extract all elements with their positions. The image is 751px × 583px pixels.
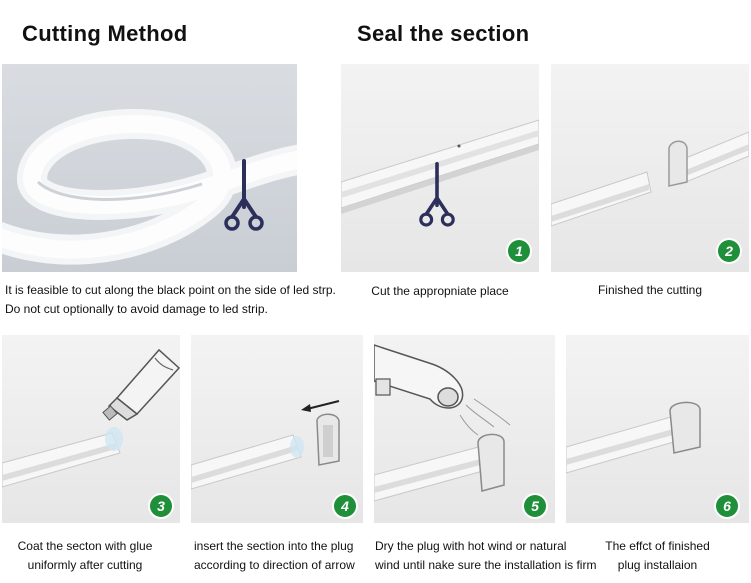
step-5-panel: 5 [374, 335, 555, 523]
heading-cutting-method: Cutting Method [22, 21, 188, 46]
step-4-badge: 4 [334, 495, 356, 517]
step-1-caption: Cut the appropniate place [341, 282, 539, 301]
step-2-badge: 2 [718, 240, 740, 262]
heat-gun-icon [374, 344, 464, 409]
step-3-caption-line2: uniformly after cutting [27, 558, 143, 572]
cutting-caption: It is feasible to cut along the black po… [5, 281, 336, 319]
led-strip-illustration [341, 119, 539, 214]
step-6-panel: 6 [566, 335, 749, 523]
step-1-caption-line1: Cut the appropniate place [371, 284, 509, 298]
step-2-panel: 2 [551, 64, 749, 272]
scissors-icon [419, 162, 455, 227]
step-4-caption-line2: according to direction of arrow [194, 558, 355, 572]
step-6-caption: The effct of finished plug installaion [566, 537, 749, 575]
step-3-badge: 3 [150, 495, 172, 517]
step-4-panel: 4 [191, 335, 363, 523]
step-4-caption: insert the section into the plug accordi… [194, 537, 355, 575]
step-6-caption-line1: The effct of finished [605, 539, 710, 553]
step-3-caption-line1: Coat the secton with glue [17, 539, 153, 553]
step-4-caption-line1: insert the section into the plug [194, 539, 354, 553]
step-5-caption-line1: Dry the plug with hot wind or natural [375, 539, 567, 553]
step-1-panel: 1 [341, 64, 539, 272]
glue-coating-illustration [2, 427, 123, 488]
heading-seal-section: Seal the section [357, 21, 530, 46]
step-6-badge: 6 [716, 495, 738, 517]
step-5-badge: 5 [524, 495, 546, 517]
dry-plug-illustration [374, 398, 511, 502]
step-6-caption-line2: plug installaion [617, 558, 698, 572]
glue-tube-icon [102, 348, 180, 421]
step-5-caption: Dry the plug with hot wind or natural wi… [375, 537, 596, 575]
step-5-caption-line2: wind until nake sure the installation is… [375, 558, 597, 572]
end-plug-icon [669, 401, 701, 454]
cutting-caption-line2: Do not cut optionally to avoid damage to… [5, 302, 268, 316]
step-3-caption: Coat the secton with glue uniformly afte… [2, 537, 168, 575]
step-2-caption-line1: Finished the cutting [597, 283, 703, 297]
cutting-caption-line1: It is feasible to cut along the black po… [5, 283, 336, 297]
step-3-panel: 3 [2, 335, 180, 523]
insert-section-illustration [191, 413, 340, 490]
arrow-left-icon [301, 400, 340, 412]
step-1-badge: 1 [508, 240, 530, 262]
led-strip-coil-illustration [2, 108, 297, 265]
finished-plug-illustration [566, 401, 701, 474]
scissors-icon [224, 159, 264, 231]
step-2-caption: Finished the cutting [551, 281, 749, 300]
cut-strip-illustration [551, 131, 749, 227]
cutting-photo-panel [2, 64, 297, 272]
